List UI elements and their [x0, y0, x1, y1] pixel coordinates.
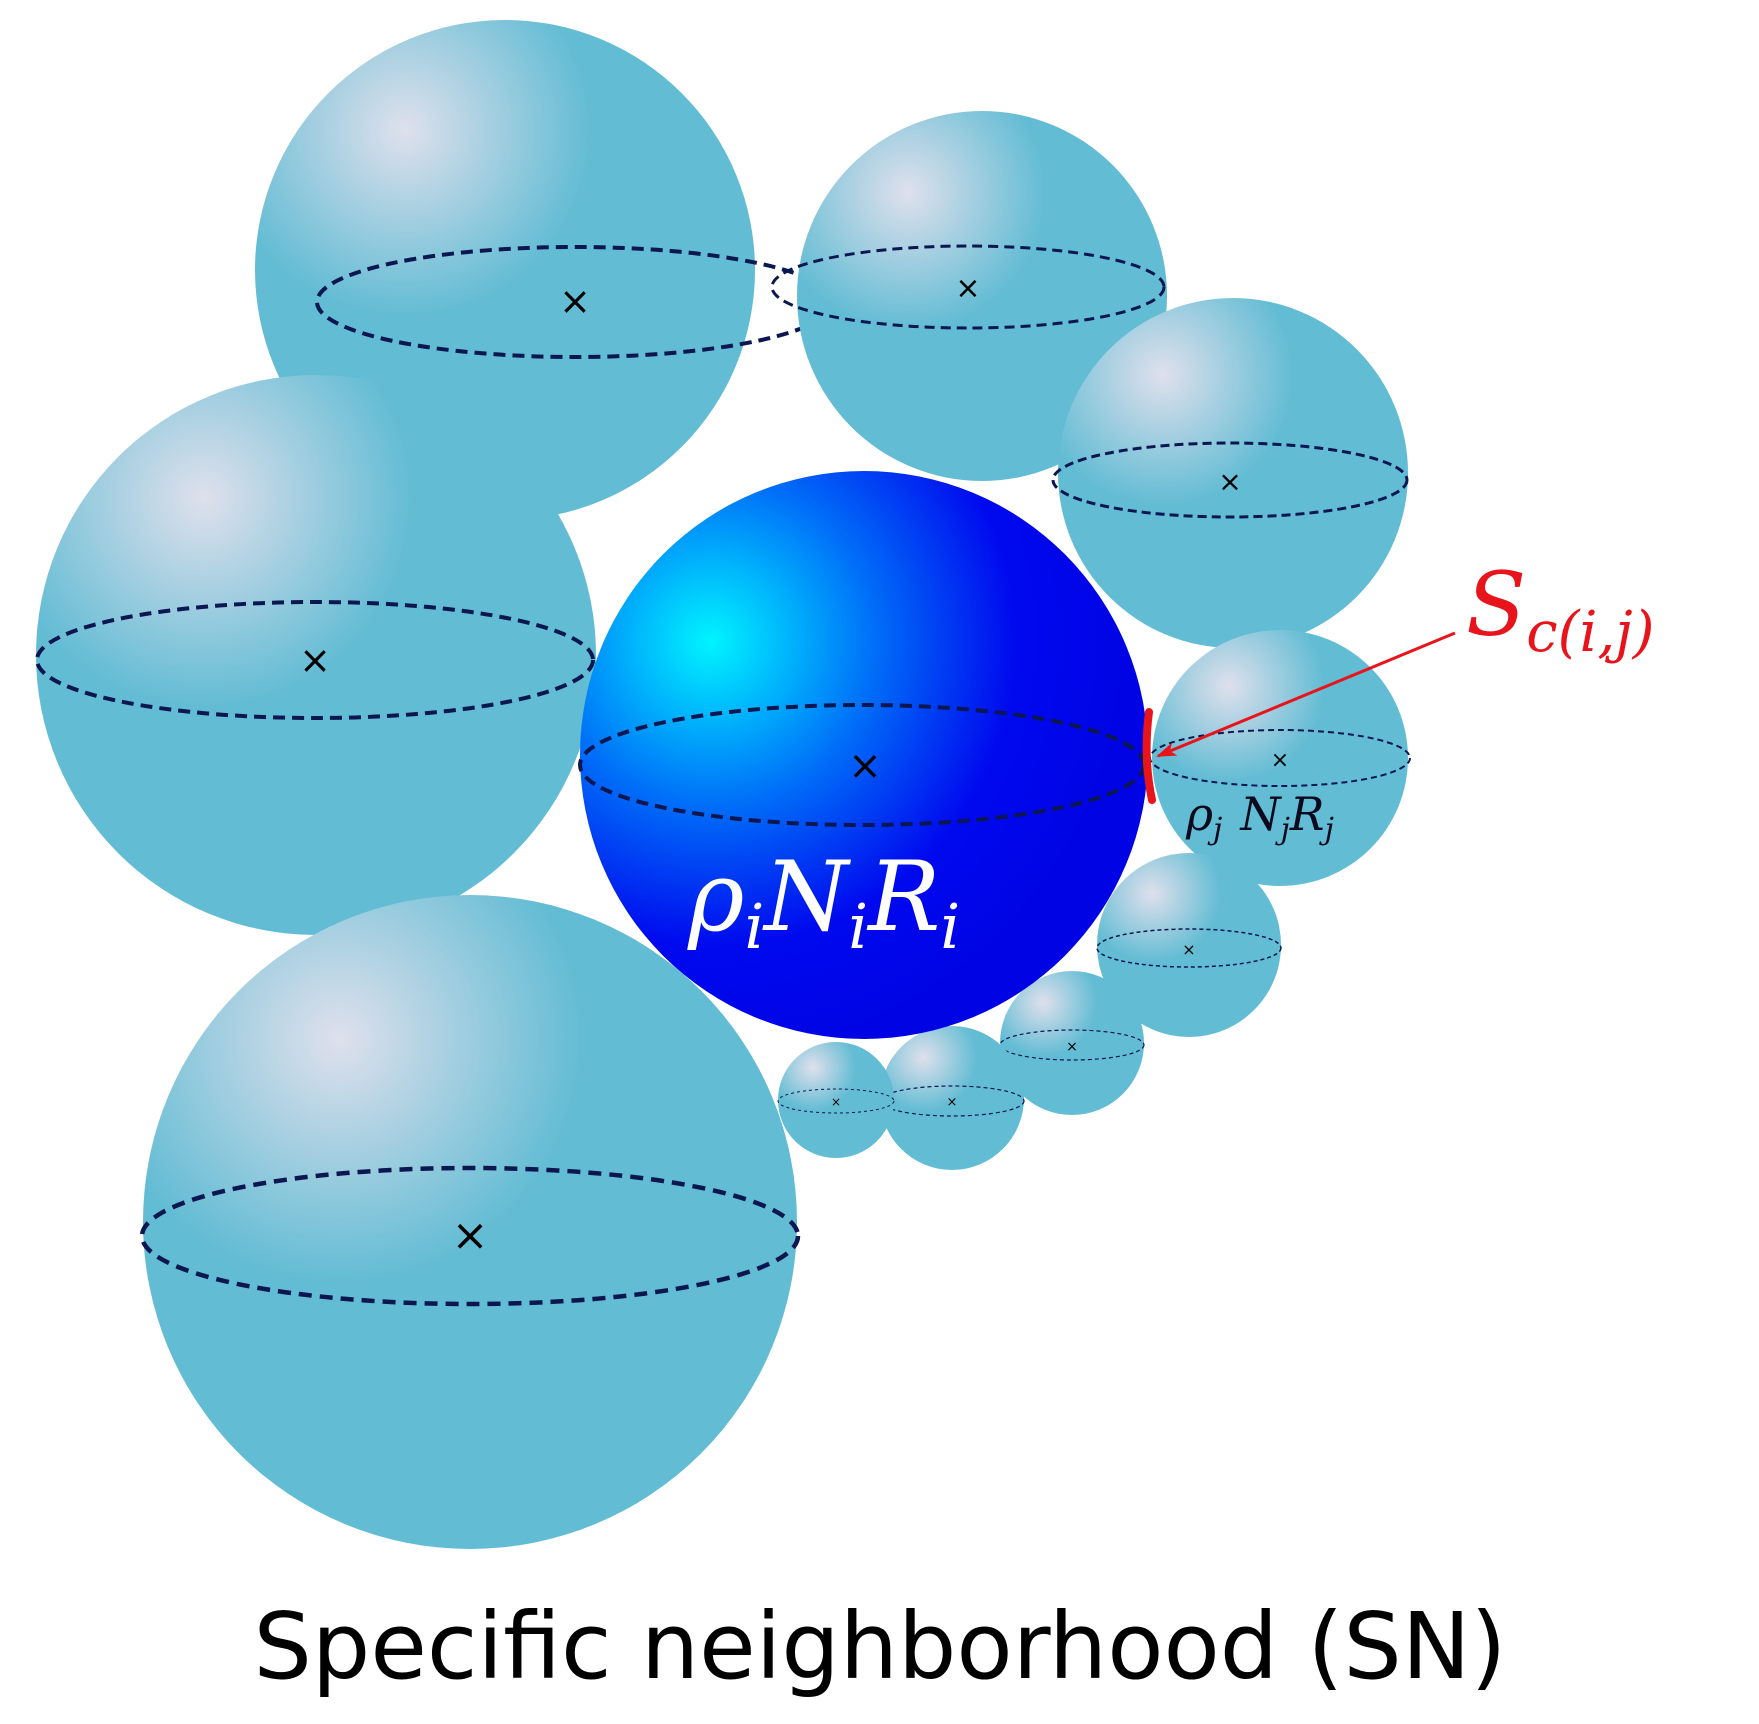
central-particle-label: ρiNiRi: [687, 841, 960, 963]
contact-arrow: [1156, 631, 1456, 758]
neighbor-sphere-bottom-large: ×: [139, 895, 801, 1549]
center-marker: ×: [955, 271, 980, 306]
neighbor-sphere-small-d: ×: [777, 1042, 895, 1158]
neighbor-sphere-top-middle: ×: [770, 111, 1167, 481]
diagram-caption: Specific neighborhood (SN): [254, 1593, 1507, 1700]
neighbor-sphere-small-c: ×: [879, 1026, 1025, 1170]
neighbor-sphere-small-a: ×: [1096, 853, 1282, 1037]
center-marker: ×: [1182, 940, 1195, 959]
center-marker: ×: [452, 1210, 489, 1261]
center-marker: ×: [947, 1095, 958, 1110]
center-marker: ×: [1066, 1039, 1078, 1055]
neighbor-sphere-small-b: ×: [999, 971, 1145, 1115]
center-marker: ×: [848, 743, 882, 789]
neighbor-sphere-left-large: ×: [35, 375, 596, 935]
center-marker: ×: [1218, 465, 1241, 498]
contact-surface-mark: [1142, 708, 1156, 804]
center-marker: ×: [1271, 748, 1289, 773]
center-marker: ×: [831, 1095, 841, 1109]
neighbor-sphere-right-upper: ×: [1051, 298, 1409, 648]
center-marker: ×: [559, 279, 591, 323]
contact-surface-label: Sc(i,j): [1466, 553, 1654, 665]
center-marker: ×: [299, 638, 331, 682]
